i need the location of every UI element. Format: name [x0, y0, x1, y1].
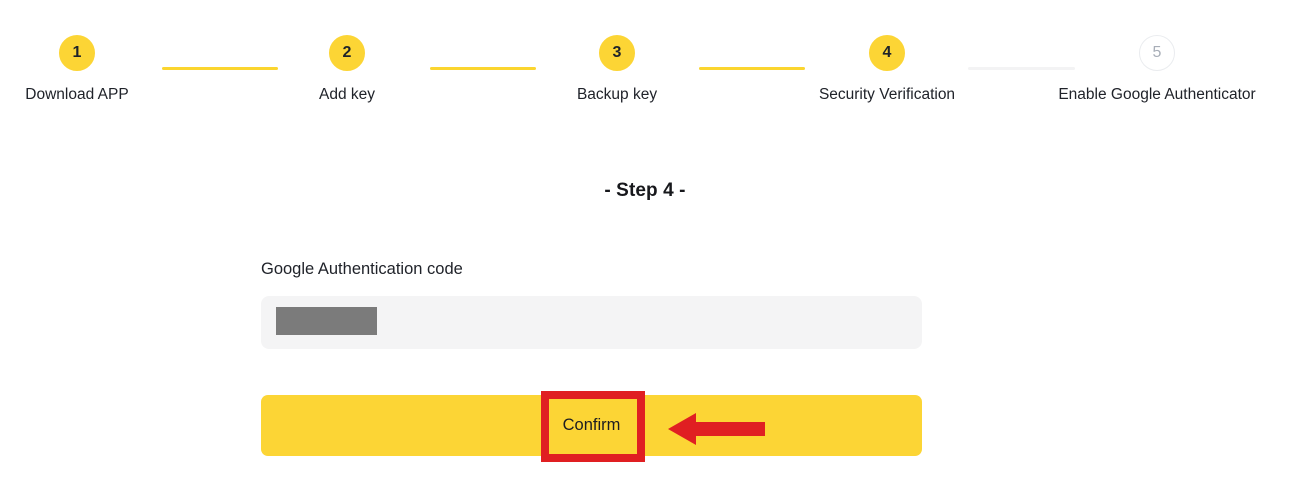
step-connector-2-3	[430, 67, 536, 70]
step-3-label: Backup key	[576, 86, 658, 103]
step-2-bubble: 2	[329, 35, 365, 71]
redacted-code-value	[276, 307, 377, 335]
step-3-number: 3	[612, 44, 622, 61]
step-connector-4-5	[968, 67, 1075, 70]
google-auth-code-label: Google Authentication code	[261, 260, 463, 278]
step-1-bubble: 1	[59, 35, 95, 71]
step-2-number: 2	[342, 44, 352, 61]
page-title: - Step 4 -	[604, 180, 686, 201]
step-4-bubble: 4	[869, 35, 905, 71]
step-4-number: 4	[882, 44, 892, 61]
google-auth-code-input[interactable]	[261, 296, 922, 349]
step-5-label: Enable Google Authenticator	[1058, 86, 1256, 103]
step-5-number: 5	[1152, 44, 1162, 61]
verification-form: Google Authentication code	[261, 258, 922, 349]
step-1-number: 1	[72, 44, 82, 61]
step-1-label: Download APP	[25, 86, 129, 103]
progress-stepper: 1 Download APP 2 Add key 3 Backup key 4 …	[0, 0, 1290, 125]
confirm-button[interactable]: Confirm	[261, 395, 922, 456]
step-4-label: Security Verification	[818, 86, 956, 103]
step-connector-1-2	[162, 67, 278, 70]
step-2-label: Add key	[319, 86, 376, 103]
step-connector-3-4	[699, 67, 805, 70]
confirm-button-label: Confirm	[562, 416, 621, 434]
step-3-bubble: 3	[599, 35, 635, 71]
step-5-bubble: 5	[1139, 35, 1175, 71]
